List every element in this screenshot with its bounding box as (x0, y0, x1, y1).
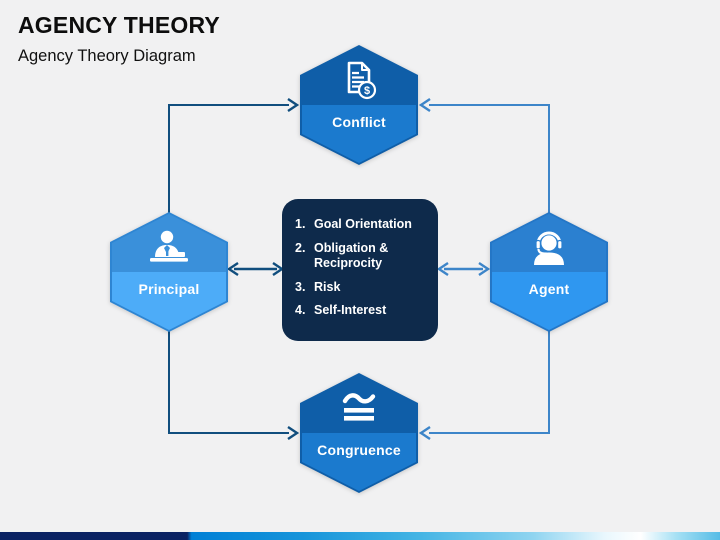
node-label-principal: Principal (138, 281, 200, 297)
hexagon-body: $ Conflict (302, 47, 416, 163)
list-item: 3. Risk (295, 280, 428, 296)
connector-agent-to-congruence (418, 329, 550, 440)
hexagon-body: Agent (492, 214, 606, 330)
support-headset-icon (534, 231, 564, 265)
center-factors-box: 1. Goal Orientation 2. Obligation & Reci… (282, 199, 438, 341)
node-label-agent: Agent (528, 281, 570, 297)
hexagon-icon-area (112, 214, 226, 272)
arrow-box-agent (436, 262, 491, 276)
connector-principal-to-congruence (168, 329, 300, 440)
svg-text:$: $ (364, 85, 370, 97)
list-item-number: 2. (295, 240, 306, 255)
hexagon-body: Congruence (302, 375, 416, 491)
list-item: 1. Goal Orientation (295, 217, 428, 233)
node-label-conflict: Conflict (332, 114, 386, 130)
hexagon-icon-area (302, 375, 416, 433)
list-item-number: 4. (295, 303, 306, 317)
page-subtitle: Agency Theory Diagram (18, 47, 196, 65)
manager-at-desk-icon (150, 230, 188, 262)
list-item: 4. Self-Interest (295, 303, 428, 319)
node-conflict: $ Conflict (300, 45, 418, 165)
list-item-text: Risk (314, 279, 341, 294)
congruence-symbol-icon (342, 392, 376, 421)
node-principal: Principal (110, 212, 228, 332)
invoice-dollar-icon: $ (347, 61, 377, 99)
hexagon-label-area: Conflict (302, 105, 416, 163)
list-item-number: 1. (295, 217, 306, 231)
hexagon-icon-area: $ (302, 47, 416, 105)
hexagon-label-area: Congruence (302, 433, 416, 491)
list-item-text: Self-Interest (314, 303, 387, 317)
list-item-text: Goal Orientation (314, 217, 412, 231)
node-agent: Agent (490, 212, 608, 332)
page-title: AGENCY THEORY (18, 12, 220, 38)
footer-accent-bar (0, 532, 720, 540)
connector-principal-to-conflict (168, 98, 300, 213)
hexagon-body: Principal (112, 214, 226, 330)
connector-agent-to-conflict (418, 98, 550, 213)
node-congruence: Congruence (300, 373, 418, 493)
hexagon-label-area: Agent (492, 272, 606, 330)
hexagon-label-area: Principal (112, 272, 226, 330)
arrow-principal-box (226, 262, 285, 276)
hexagon-icon-area (492, 214, 606, 272)
list-item-number: 3. (295, 279, 306, 294)
list-item-text: Obligation & Reciprocity (314, 240, 389, 271)
list-item: 2. Obligation & Reciprocity (295, 241, 428, 272)
node-label-congruence: Congruence (317, 442, 401, 458)
